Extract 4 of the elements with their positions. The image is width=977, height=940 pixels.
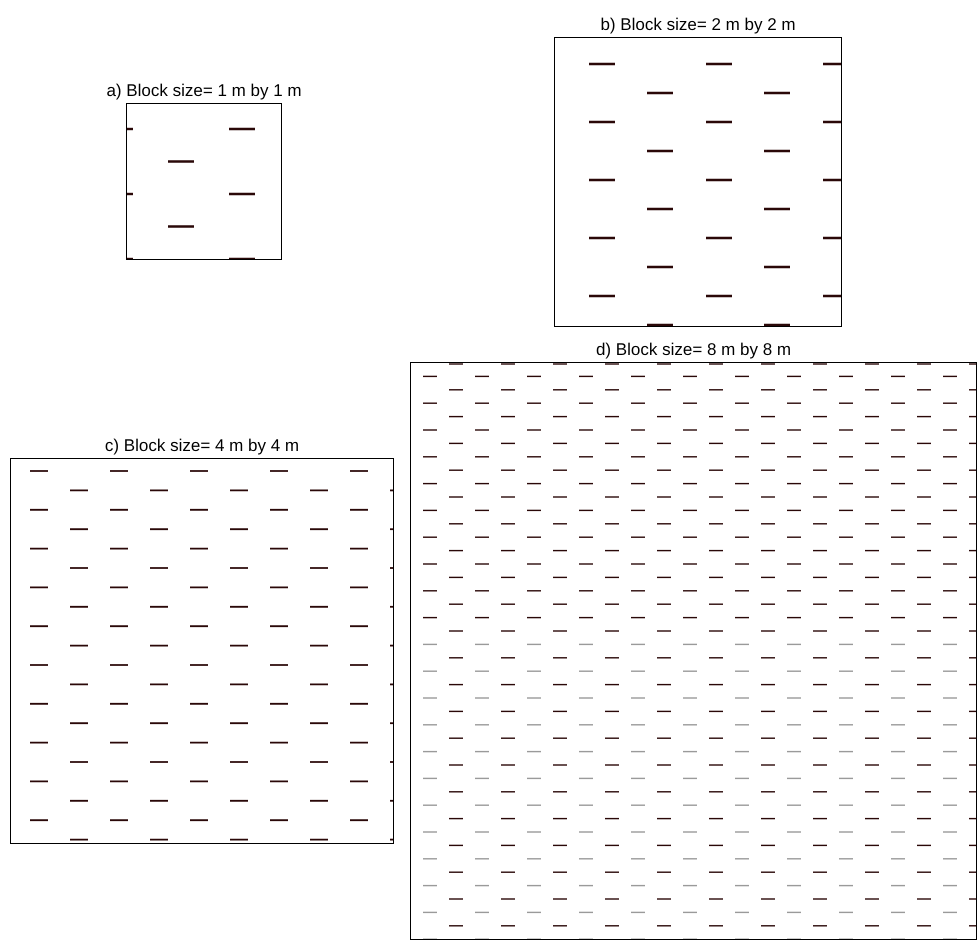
- panel-title: c) Block size= 4 m by 4 m: [104, 436, 300, 456]
- panel-title: b) Block size= 2 m by 2 m: [600, 15, 796, 35]
- panel-title: d) Block size= 8 m by 8 m: [596, 340, 792, 360]
- panel-title: a) Block size= 1 m by 1 m: [106, 81, 302, 101]
